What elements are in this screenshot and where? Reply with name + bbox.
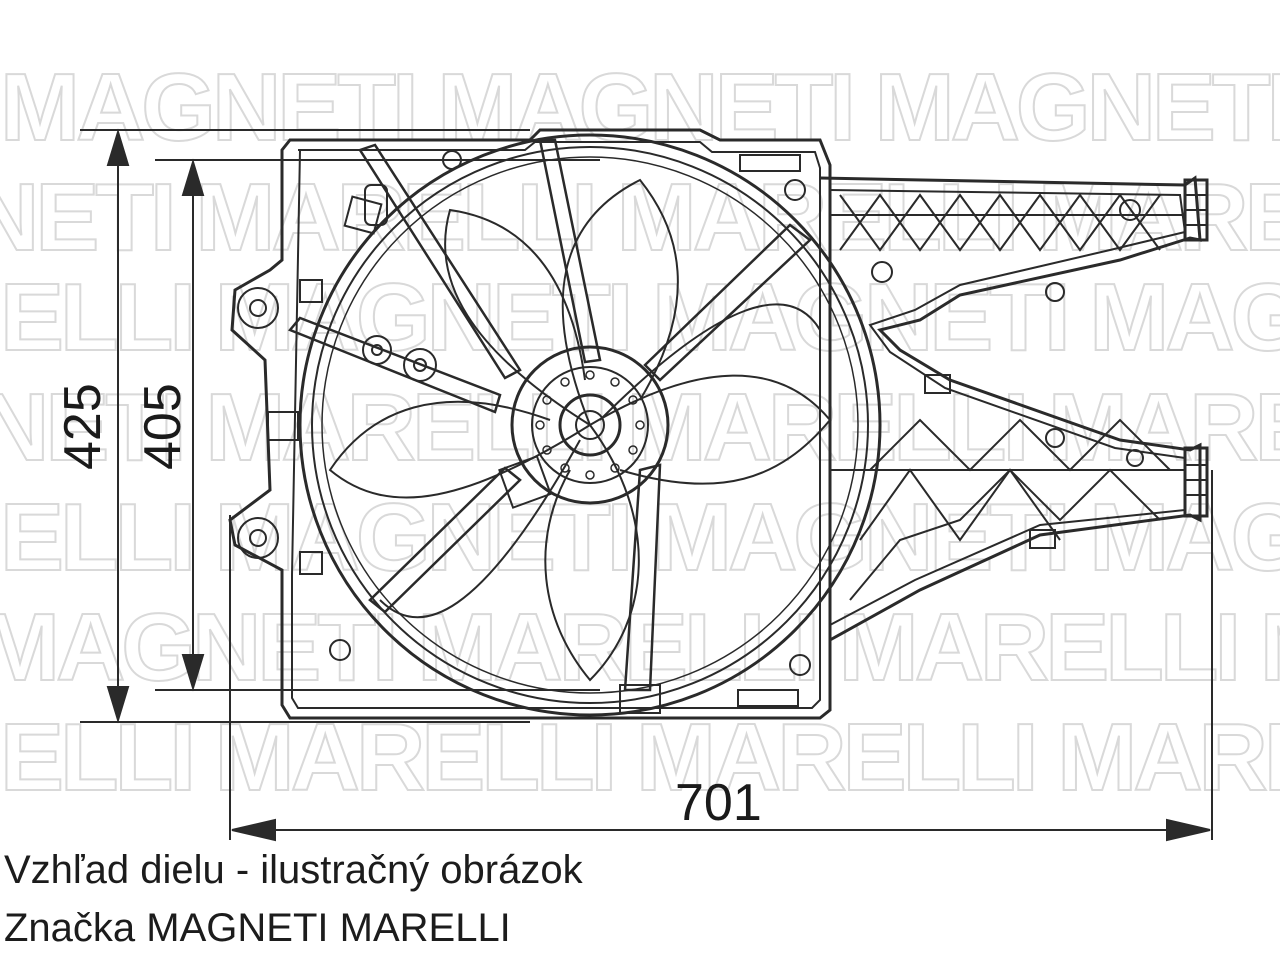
motor-hub [498, 345, 670, 509]
fan-blades [328, 178, 832, 682]
magneti-marelli-watermark: MAGNETI MAGNETI MAGNETI MA NETI MARELLI … [0, 53, 1280, 812]
technical-drawing: MAGNETI MAGNETI MAGNETI MA NETI MARELLI … [0, 53, 1280, 842]
shroud-struts [287, 138, 812, 692]
bracket-lattice [830, 193, 1185, 601]
dimension-405-label: 405 [134, 383, 192, 470]
dimension-labels: 425 405 701 [54, 383, 762, 832]
mounting-points [237, 150, 811, 714]
dimension-701-label: 701 [675, 774, 762, 832]
svg-text:NETI MARELLI MARELLI MARELLI: NETI MARELLI MARELLI MARELLI [0, 374, 1280, 481]
svg-text:MAGNETI MARELLI MARELLI MA: MAGNETI MARELLI MARELLI MA [0, 594, 1280, 701]
dimension-425-label: 425 [54, 383, 112, 470]
caption-illustrative-note: Vzhľad dielu - ilustračný obrázok [4, 848, 583, 892]
dimension-lines [80, 128, 1213, 842]
caption-brand: Značka MAGNETI MARELLI [4, 906, 511, 950]
svg-text:ELLI MAGNETI MAGNETI MAGNE: ELLI MAGNETI MAGNETI MAGNE [0, 484, 1280, 591]
svg-text:ELLI MAGNETI MAGNETI MAGNE: ELLI MAGNETI MAGNETI MAGNE [0, 264, 1280, 371]
fan-shroud [228, 128, 1209, 720]
svg-text:ELLI MARELLI MARELLI MARELLI: ELLI MARELLI MARELLI MARELLI [0, 704, 1280, 811]
svg-text:MAGNETI MAGNETI MAGNETI MA: MAGNETI MAGNETI MAGNETI MA [0, 54, 1280, 161]
fan-ring [298, 133, 882, 717]
